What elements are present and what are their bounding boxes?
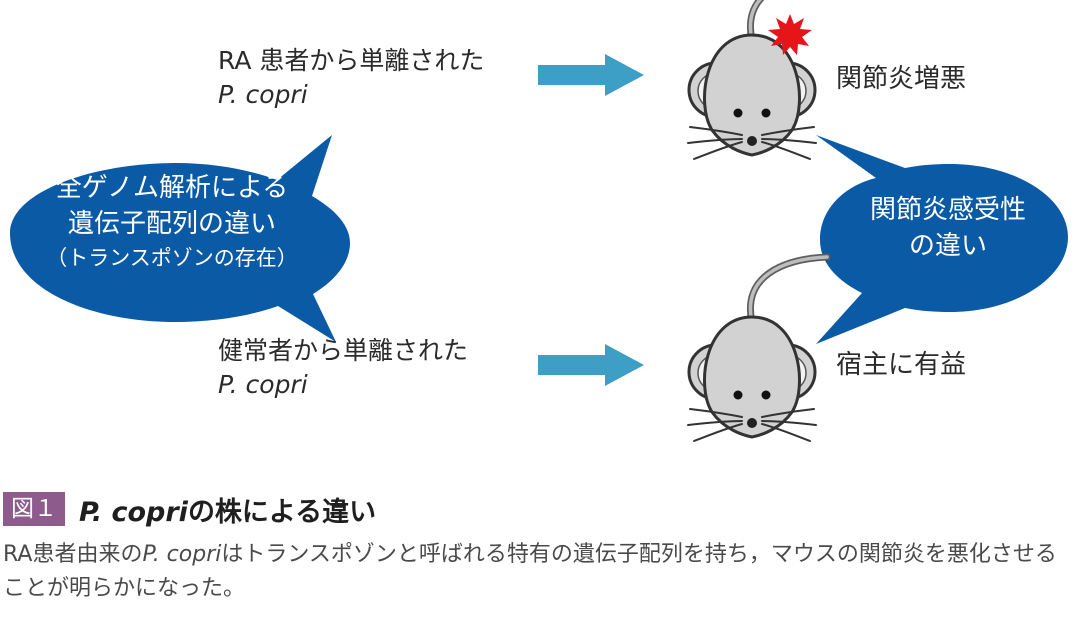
figure-heading-species: P. copri <box>79 496 188 528</box>
right-bubble-line1: 関節炎感受性 <box>869 195 1026 225</box>
arrow-bottom <box>538 344 644 386</box>
figure-title: 図１ P. copriの株による違い <box>3 490 376 528</box>
figure-number-badge: 図１ <box>3 492 65 526</box>
top-source-label: RA 患者から単離された P. copri <box>218 44 484 112</box>
bottom-species-name: P. copri <box>218 370 308 399</box>
caption-prefix: RA患者由来の <box>3 542 143 567</box>
top-source-text: RA 患者から単離された <box>218 46 485 75</box>
right-bubble-text: 関節炎感受性 の違い <box>848 192 1048 264</box>
right-bubble-line2: の違い <box>908 231 987 261</box>
bottom-source-label: 健常者から単離された P. copri <box>218 334 468 402</box>
bottom-source-text: 健常者から単離された <box>218 336 469 365</box>
bottom-outcome-label: 宿主に有益 <box>836 350 967 380</box>
left-bubble-line3: （トランスポゾンの存在） <box>46 246 298 270</box>
left-bubble-line1: 全ゲノム解析による <box>55 173 289 203</box>
mouse-top-icon <box>688 0 827 159</box>
inflammation-burst-icon <box>768 14 812 55</box>
caption-rest: はトランスポゾンと呼ばれる特有の遺伝子配列を持ち，マウスの関節炎を悪化させること… <box>3 542 1057 601</box>
left-bubble-text: 全ゲノム解析による 遺伝子配列の違い （トランスポゾンの存在） <box>22 170 322 274</box>
top-species-name: P. copri <box>218 80 308 109</box>
figure-heading: P. copriの株による違い <box>79 490 376 529</box>
right-speech-bubble <box>816 135 1068 344</box>
left-bubble-line2: 遺伝子配列の違い <box>67 209 276 239</box>
mouse-bottom-icon <box>688 257 827 441</box>
caption-species: P. copri <box>142 542 222 567</box>
top-outcome-label: 関節炎増悪 <box>836 64 967 94</box>
diagram-graphics <box>10 0 1068 480</box>
figure-heading-rest: の株による違い <box>187 496 377 528</box>
left-speech-bubble <box>10 135 350 342</box>
figure-caption: RA患者由来のP. copriはトランスポゾンと呼ばれる特有の遺伝子配列を持ち，… <box>3 538 1069 606</box>
arrow-top <box>538 54 644 96</box>
